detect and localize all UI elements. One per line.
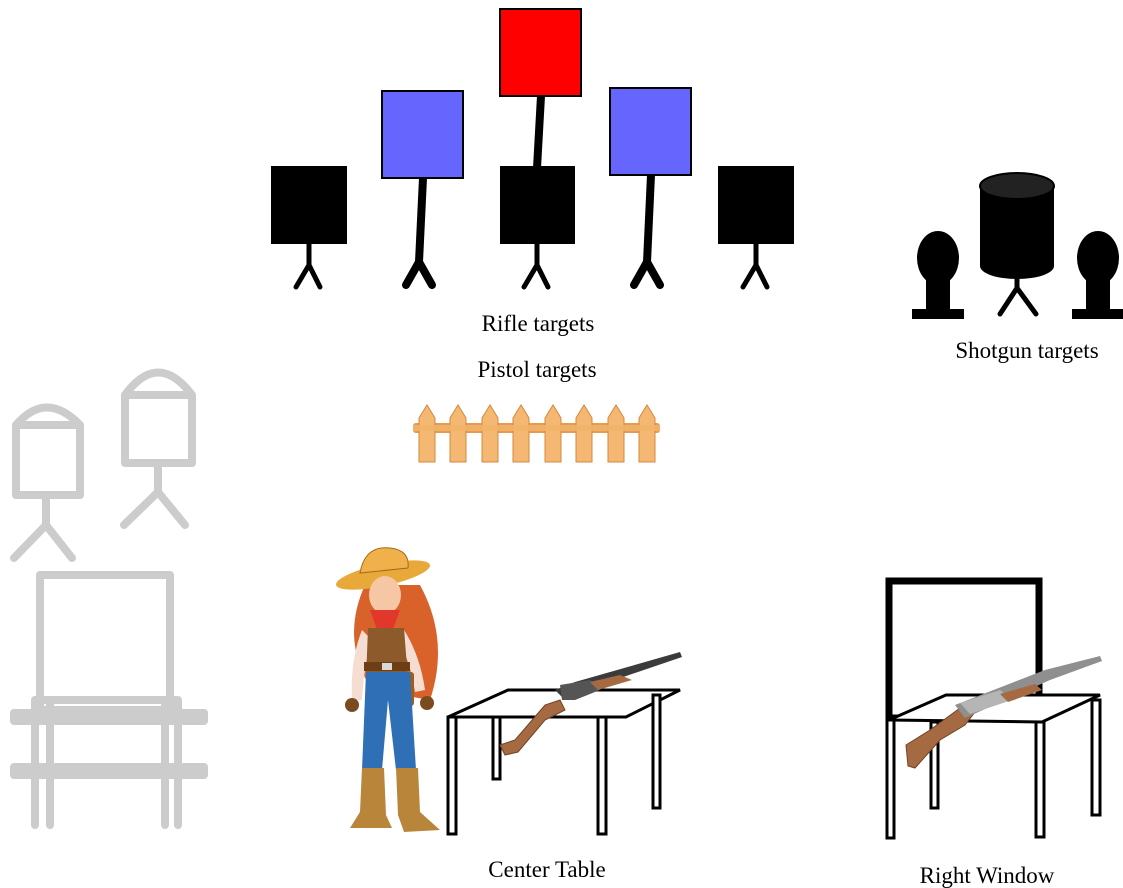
shotgun-targets <box>912 172 1123 319</box>
ghost-table-rail <box>10 763 208 779</box>
rifle-targets <box>381 8 692 289</box>
rifle-icon <box>499 652 682 756</box>
right-window <box>885 577 1102 840</box>
ghost-window <box>36 571 174 714</box>
pistol-targets-label: Pistol targets <box>477 357 596 382</box>
pistol-target-3 <box>718 166 794 244</box>
ghost-target-left <box>12 403 84 499</box>
ghost-target-right <box>121 368 196 467</box>
rifle-targets-label: Rifle targets <box>482 311 595 336</box>
rifle-target-right <box>609 87 692 176</box>
ghost-props <box>10 368 208 829</box>
pistol-target-2 <box>500 166 575 244</box>
ghost-table-legs <box>31 696 182 829</box>
shotgun-targets-label: Shotgun targets <box>955 338 1098 363</box>
center-table-label: Center Table <box>488 857 605 882</box>
rifle-icon <box>905 656 1102 769</box>
pistol-targets <box>271 166 794 290</box>
pistol-target-1 <box>271 166 347 244</box>
cowgirl-icon <box>335 547 440 832</box>
center-table <box>446 688 681 836</box>
shotgun-barrel <box>979 172 1055 317</box>
rifle-target-top <box>499 8 582 97</box>
ghost-target-right-stand <box>120 459 189 529</box>
right-window-label: Right Window <box>920 863 1055 888</box>
rifle-target-left <box>381 90 464 179</box>
ghost-table-top <box>10 709 208 725</box>
ghost-target-left-stand <box>10 491 76 562</box>
fence-icon <box>413 404 660 463</box>
